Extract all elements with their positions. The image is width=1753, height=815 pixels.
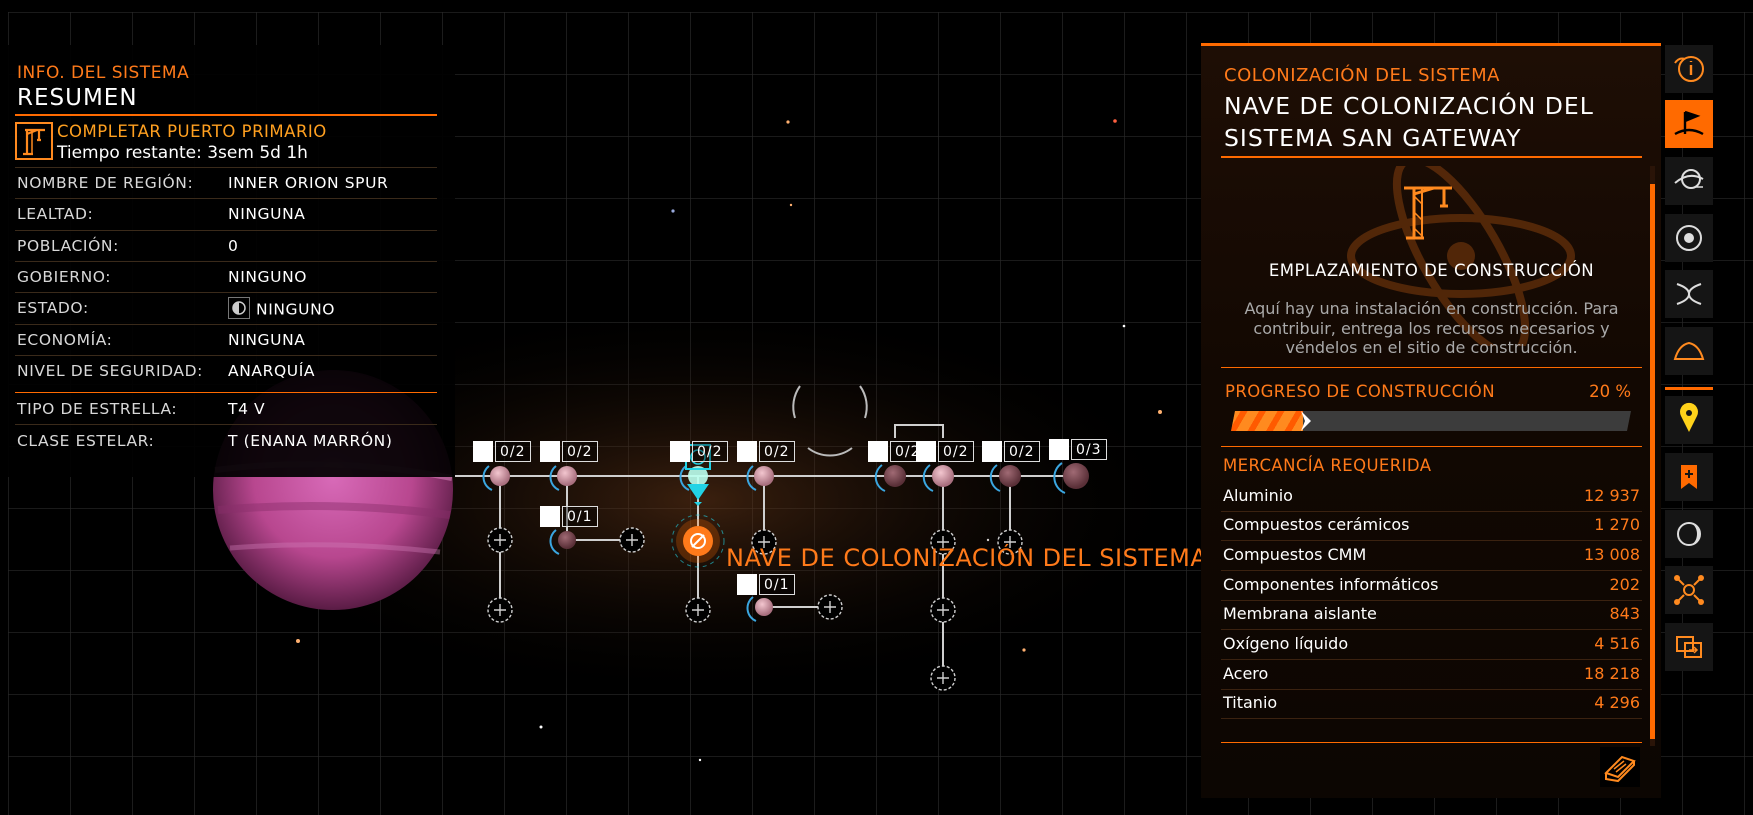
tab-biology[interactable] <box>1665 270 1713 318</box>
tab-colonization[interactable] <box>1665 100 1713 148</box>
colonization-panel: COLONIZACIÓN DEL SISTEMA NAVE DE COLONIZ… <box>1201 43 1661 798</box>
system-info-section-label: INFO. DEL SISTEMA <box>17 63 190 83</box>
tab-bookmarks[interactable] <box>1665 453 1713 501</box>
signal-icon <box>1673 341 1705 360</box>
add-slot-buttons[interactable] <box>487 527 1023 691</box>
codex-book-button[interactable] <box>1600 747 1640 787</box>
tab-planet-scan[interactable] <box>1665 157 1713 205</box>
divider <box>1221 156 1642 158</box>
structure-slot-icon <box>982 441 1002 462</box>
structure-slot-icon <box>473 441 493 462</box>
structure-slot-icon <box>1049 439 1069 460</box>
info-row-state: ESTADO:NINGUNO <box>17 297 336 319</box>
scrollbar-thumb[interactable] <box>1650 184 1655 739</box>
info-row-government: GOBIERNO:NINGUNO <box>17 268 308 286</box>
colonization-ship-label[interactable]: NAVE DE COLONIZACIÓN DEL SISTEMA S <box>726 544 1202 572</box>
crane-icon <box>15 122 53 160</box>
info-row-stellar-class: CLASE ESTELAR:T (ENANA MARRÓN) <box>17 432 393 450</box>
construction-progress-value: 20 % <box>1589 382 1631 401</box>
divider <box>15 392 437 393</box>
info-row-allegiance: LEALTAD:NINGUNA <box>17 205 306 223</box>
construction-site-description: Aquí hay una instalación en construcción… <box>1244 299 1619 357</box>
structure-slot-icon <box>540 441 560 462</box>
divider <box>1221 446 1642 447</box>
dna-icon <box>1676 283 1702 305</box>
progress-bar-fill <box>1231 411 1303 431</box>
colonization-flag-icon <box>1674 110 1704 136</box>
objective-title: COMPLETAR PUERTO PRIMARIO <box>57 122 327 141</box>
book-icon <box>1604 755 1636 783</box>
system-info-panel: INFO. DEL SISTEMA RESUMEN COMPLETAR PUER… <box>0 45 455 477</box>
info-row-security: NIVEL DE SEGURIDAD:ANARQUÍA <box>17 362 316 380</box>
required-commodities-label: MERCANCÍA REQUERIDA <box>1223 456 1432 475</box>
structure-slot-icon <box>670 441 690 462</box>
orbit-target-icon <box>1676 225 1702 251</box>
info-row-star-type: TIPO DE ESTRELLA:T4 V <box>17 400 266 418</box>
network-icon <box>1674 575 1704 605</box>
structure-slot-icon <box>540 506 560 527</box>
construction-progress-label: PROGRESO DE CONSTRUCCIÓN <box>1225 382 1495 401</box>
system-info-icon <box>1674 56 1704 82</box>
divider <box>15 114 437 116</box>
structure-slot-icon <box>737 441 757 462</box>
orbit-arcs <box>482 462 1066 622</box>
planet-nodes[interactable] <box>490 463 1089 616</box>
tab-signals[interactable] <box>1665 327 1713 375</box>
panel-scrollbar[interactable] <box>1650 166 1655 746</box>
tab-bodies[interactable] <box>1665 510 1713 558</box>
structure-slot-icon <box>916 441 936 462</box>
planet-scan-icon <box>1674 169 1704 189</box>
tab-orbit-target[interactable] <box>1665 214 1713 262</box>
tab-network[interactable] <box>1665 566 1713 614</box>
divider <box>15 167 437 168</box>
selection-bracket-icon <box>792 385 868 457</box>
tab-waypoints[interactable] <box>1665 396 1713 444</box>
state-half-circle-icon <box>228 297 250 319</box>
divider <box>1221 742 1642 743</box>
structure-slot-icon <box>737 574 757 595</box>
info-row-economy: ECONOMÍA:NINGUNA <box>17 331 306 349</box>
construction-crane-icon <box>1404 186 1452 240</box>
info-row-region: NOMBRE DE REGIÓN:INNER ORION SPUR <box>17 174 389 192</box>
atom-watermark-icon <box>1347 166 1575 346</box>
structure-slot-icon <box>868 441 888 462</box>
colonization-ship-icon[interactable] <box>671 514 725 568</box>
divider <box>1665 387 1713 390</box>
system-info-title: RESUMEN <box>17 85 138 111</box>
moon-icon <box>1677 522 1701 546</box>
bookmark-add-icon <box>1681 465 1697 489</box>
waypoint-icon <box>1680 402 1698 432</box>
transfer-icon <box>1676 636 1702 658</box>
divider <box>1221 367 1642 368</box>
objective-time-remaining: Tiempo restante: 3sem 5d 1h <box>57 143 308 163</box>
colonization-section-label: COLONIZACIÓN DEL SISTEMA <box>1224 65 1500 86</box>
progress-bar-cap <box>1301 411 1311 431</box>
info-row-population: POBLACIÓN:0 <box>17 237 239 255</box>
tab-transfer[interactable] <box>1665 623 1713 671</box>
tab-system-info[interactable] <box>1665 45 1713 93</box>
construction-site-title: EMPLAZAMIENTO DE CONSTRUCCIÓN <box>1268 261 1595 280</box>
construction-progress-bar <box>1231 411 1631 431</box>
